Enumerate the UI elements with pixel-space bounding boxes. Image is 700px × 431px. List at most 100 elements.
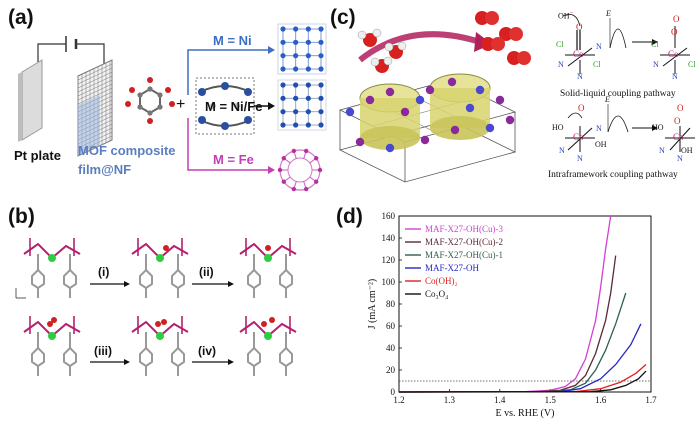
series-line: [398, 323, 642, 393]
mechanism-solid-liquid: [562, 13, 690, 74]
framework-atom: [447, 77, 457, 87]
metal-nife-label: M = Ni/Fe: [205, 99, 263, 114]
legend-label: MAF-X27-OH(Cu)-2: [425, 237, 503, 247]
oh-ligand-label: OH: [681, 146, 693, 155]
co-atom-label: Co: [668, 49, 679, 59]
series-line: [398, 364, 647, 393]
intraframework-pathway-label: Intraframework coupling pathway: [548, 170, 678, 180]
x-tick-label: 1.5: [545, 395, 557, 405]
y-tick-label: 160: [382, 211, 396, 221]
co-atom-label: Co: [573, 49, 584, 59]
linker-molecule-icon: [125, 77, 175, 124]
energy-profile-icon: [607, 115, 629, 133]
dft-structure: [23, 316, 81, 376]
lsv-chart: MAF-X27-OH(Cu)-3MAF-X27-OH(Cu)-2MAF-X27-…: [367, 211, 657, 419]
x-tick-label: 1.6: [595, 395, 607, 405]
framework-atom: [400, 107, 410, 117]
oh-attack-label: OH−: [558, 10, 574, 21]
framework-atom: [450, 125, 460, 135]
pt-plate: [21, 59, 43, 141]
framework-atom: [365, 95, 375, 105]
water-molecule-icon: [384, 41, 407, 59]
step-label-i: (i): [98, 265, 110, 279]
step-label-ii: (ii): [199, 265, 214, 279]
framework-atom: [415, 95, 425, 105]
n-atom-label: N: [653, 60, 659, 69]
water-molecule-icon: [370, 56, 393, 73]
oxo-o-label: O: [576, 22, 583, 32]
film-nf-label: film@NF: [78, 162, 132, 177]
water-molecule-icon: [357, 28, 382, 47]
panel-a-letter: (a): [8, 6, 34, 29]
dft-structure: [23, 238, 81, 298]
product-o-label: O: [671, 27, 678, 37]
circuit-wire: [37, 43, 66, 62]
n-atom-label: N: [659, 146, 665, 155]
panel-a-illustration: [18, 23, 327, 192]
oxygen-molecule-icon: [481, 37, 505, 51]
dft-structure: [131, 316, 189, 376]
framework-atom: [355, 137, 365, 147]
framework-atom: [505, 115, 515, 125]
product-o-label: O: [677, 103, 684, 113]
y-tick-label: 40: [386, 343, 396, 353]
cl-atom-label: Cl: [688, 60, 696, 69]
n-atom-label: N: [596, 124, 602, 133]
n-atom-label: N: [577, 72, 583, 81]
framework-atom: [420, 135, 430, 145]
dft-structure: [239, 238, 297, 298]
panel-b-illustration: [15, 238, 297, 376]
chain-building-block-icon: [195, 77, 255, 135]
mof-composite-label: MOF composite: [78, 143, 176, 158]
y-axis-label: J (mA cm⁻²): [367, 279, 378, 330]
pore-channel: [429, 73, 491, 140]
pore-channel: [359, 83, 421, 150]
oxygen-molecule-icon: [507, 51, 531, 65]
step-label-iv: (iv): [198, 344, 216, 358]
n-atom-label: N: [596, 42, 602, 51]
circuit-wire: [76, 43, 105, 66]
mof-structure-nife: [277, 79, 327, 131]
oh-ligand-label: OH: [595, 140, 607, 149]
energy-axis-label: E: [605, 95, 610, 104]
framework-atom: [345, 107, 355, 117]
co-atom-label: Co: [673, 132, 684, 142]
mechanism-intraframework: [565, 104, 695, 152]
arrow-to-fe: [187, 118, 268, 171]
oxygen-molecule-icon: [475, 11, 499, 25]
panel-d-letter: (d): [336, 205, 363, 228]
y-tick-label: 140: [382, 233, 396, 243]
plus-sign: +: [176, 96, 186, 113]
n-atom-label: N: [577, 154, 583, 163]
metal-fe-label: M = Fe: [213, 152, 254, 167]
product-o-label: O: [673, 14, 680, 24]
mof-structure-ni: [277, 23, 327, 75]
oxo-o-label: O: [578, 103, 585, 113]
n-atom-label: N: [559, 146, 565, 155]
panel-c-letter: (c): [330, 6, 356, 29]
x-tick-label: 1.3: [444, 395, 456, 405]
product-o-label: O: [674, 116, 681, 126]
axis-indicator-icon: [15, 288, 26, 299]
energy-axis-label: E: [606, 9, 611, 18]
oxygen-release-arrow: [358, 31, 481, 63]
x-tick-label: 1.7: [645, 395, 657, 405]
framework-atom: [425, 85, 435, 95]
series-line: [398, 370, 647, 393]
step-label-iii: (iii): [94, 344, 112, 358]
framework-atom: [385, 87, 395, 97]
ho-label: HO: [652, 123, 664, 132]
framework-atom: [385, 143, 395, 153]
arrow-to-ni: [187, 49, 268, 95]
y-tick-label: 80: [386, 299, 396, 309]
legend-label: MAF-X27-OH: [425, 263, 480, 273]
framework-atom: [475, 85, 485, 95]
n-atom-label: N: [558, 60, 564, 69]
metal-ni-label: M = Ni: [213, 33, 252, 48]
series-line: [398, 292, 627, 393]
legend-label: Co₃O₄: [425, 289, 448, 299]
n-atom-label: N: [672, 72, 678, 81]
cl-atom-label: Cl: [556, 40, 564, 49]
energy-profile-icon: [609, 28, 627, 49]
x-tick-label: 1.2: [393, 395, 404, 405]
